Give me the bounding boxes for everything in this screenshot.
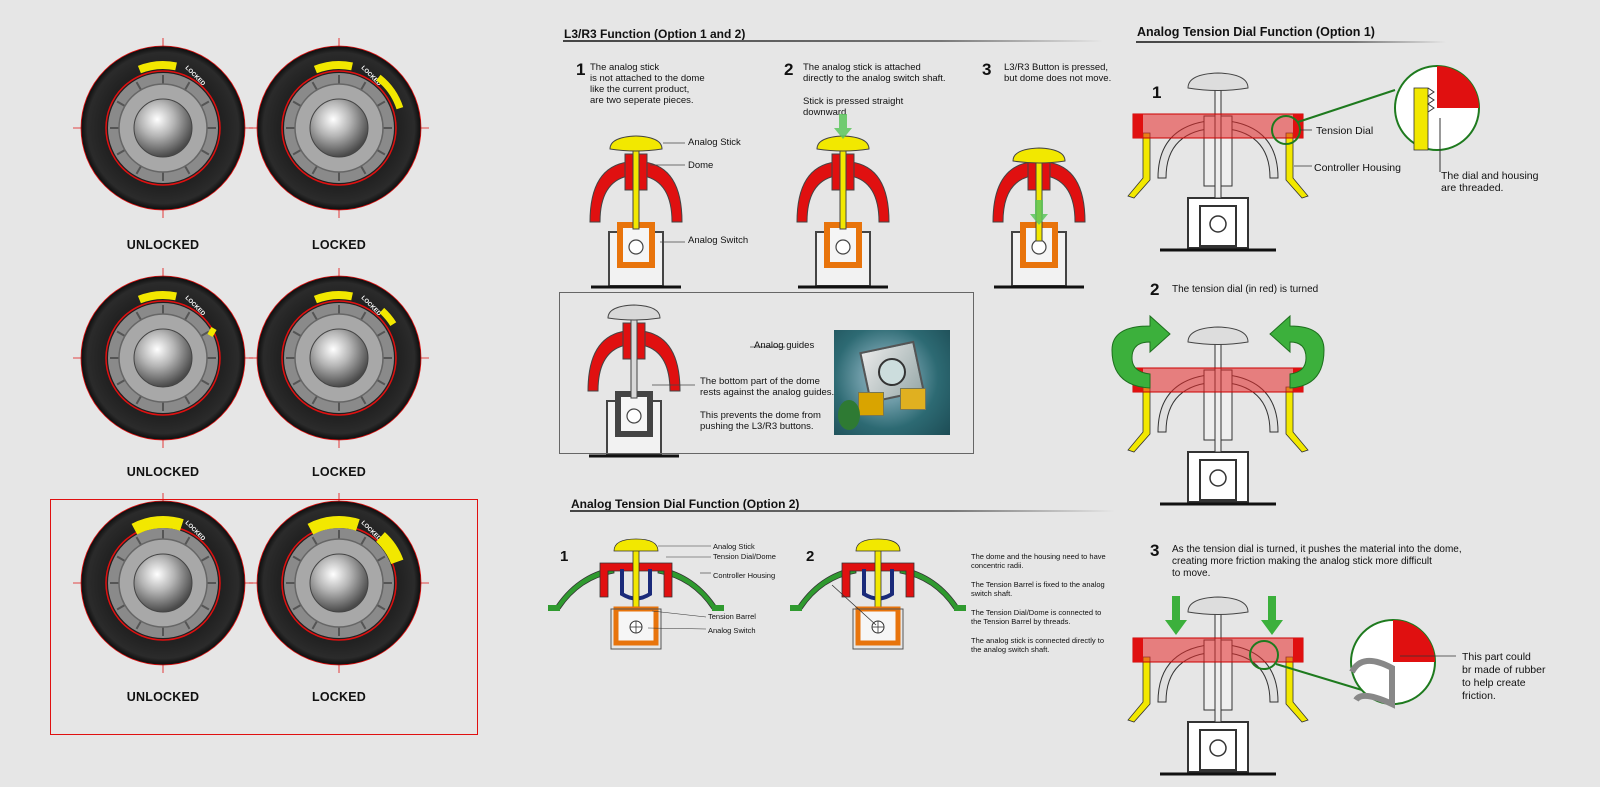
push-arrow-left	[1165, 596, 1187, 635]
option1-diagram-1	[1128, 66, 1479, 250]
option1-diagram-2	[1112, 316, 1324, 504]
tension-dial-end-left	[1133, 638, 1143, 662]
stick-shaft	[1215, 612, 1221, 722]
stick-cap	[1188, 73, 1248, 91]
switch-hole	[1210, 740, 1226, 756]
stick-cap	[1188, 597, 1248, 615]
housing-left	[1128, 387, 1150, 452]
tension-dial-end-left	[1133, 114, 1143, 138]
tension-dial-band	[1133, 368, 1303, 392]
option1-diagram-3	[1128, 596, 1456, 774]
switch-hole	[1210, 216, 1226, 232]
switch-hole	[1210, 470, 1226, 486]
housing-right	[1286, 387, 1308, 452]
stick-cap	[1188, 327, 1248, 345]
stick-shaft	[1215, 342, 1221, 452]
push-arrow-right	[1261, 596, 1283, 635]
housing-left	[1128, 657, 1150, 722]
housing-left	[1128, 133, 1150, 198]
zoom-dial	[1437, 66, 1479, 108]
stick-shaft	[1215, 88, 1221, 198]
zoom-housing	[1414, 88, 1428, 150]
tension-dial-band	[1133, 114, 1303, 138]
zoom-line	[1298, 90, 1395, 122]
housing-right	[1286, 657, 1308, 722]
tension-dial-end-right	[1293, 638, 1303, 662]
tension-dial-end-right	[1293, 114, 1303, 138]
